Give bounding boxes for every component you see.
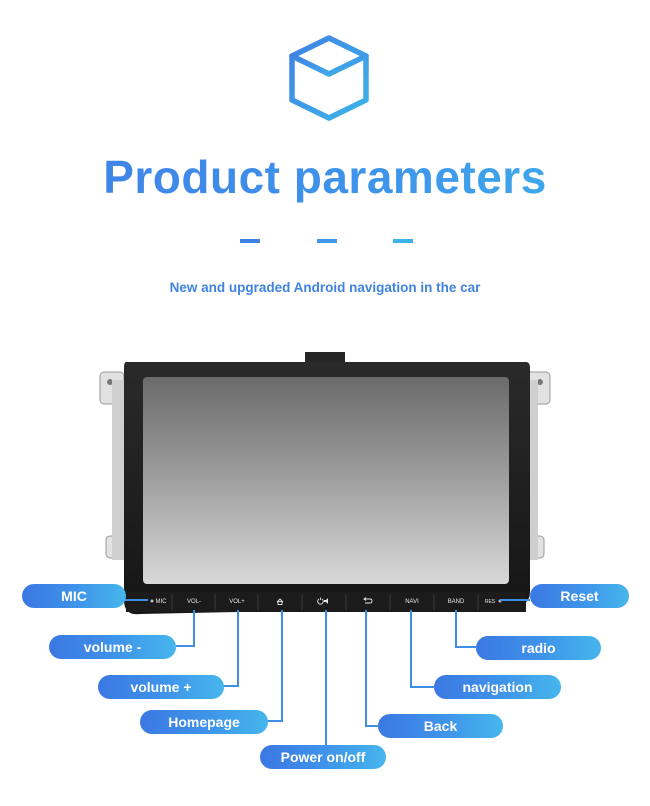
radio-label: radio	[476, 636, 601, 660]
mic-label: MIC	[22, 584, 126, 608]
title-divider	[393, 239, 413, 243]
homepage-label: Homepage	[140, 710, 268, 734]
power-label: Power on/off	[260, 745, 386, 769]
navi-button-text: NAVI	[405, 599, 419, 605]
car-stereo-device: MIC VOL- VOL+ NAVI BAND RES	[99, 352, 551, 615]
vol-up-button-text: VOL+	[229, 599, 245, 605]
band-button-text: BAND	[448, 599, 465, 605]
cube-icon	[289, 35, 369, 121]
back-arrow-icon	[363, 597, 373, 604]
page-title: Product parameters	[0, 150, 650, 204]
volume-up-label: volume +	[98, 675, 224, 699]
vol-down-button-text: VOL-	[187, 599, 201, 605]
back-label: Back	[378, 714, 503, 738]
title-divider	[317, 239, 337, 243]
title-divider	[240, 239, 260, 243]
mic-button-text: MIC	[156, 599, 168, 605]
power-mute-icon	[317, 597, 328, 605]
reset-button-text: RES	[485, 599, 496, 605]
page-subtitle: New and upgraded Android navigation in t…	[169, 280, 481, 295]
display-screen	[143, 377, 509, 584]
navigation-label: navigation	[434, 675, 561, 699]
volume-down-label: volume -	[49, 635, 176, 659]
reset-label: Reset	[530, 584, 629, 608]
home-icon	[276, 598, 284, 605]
